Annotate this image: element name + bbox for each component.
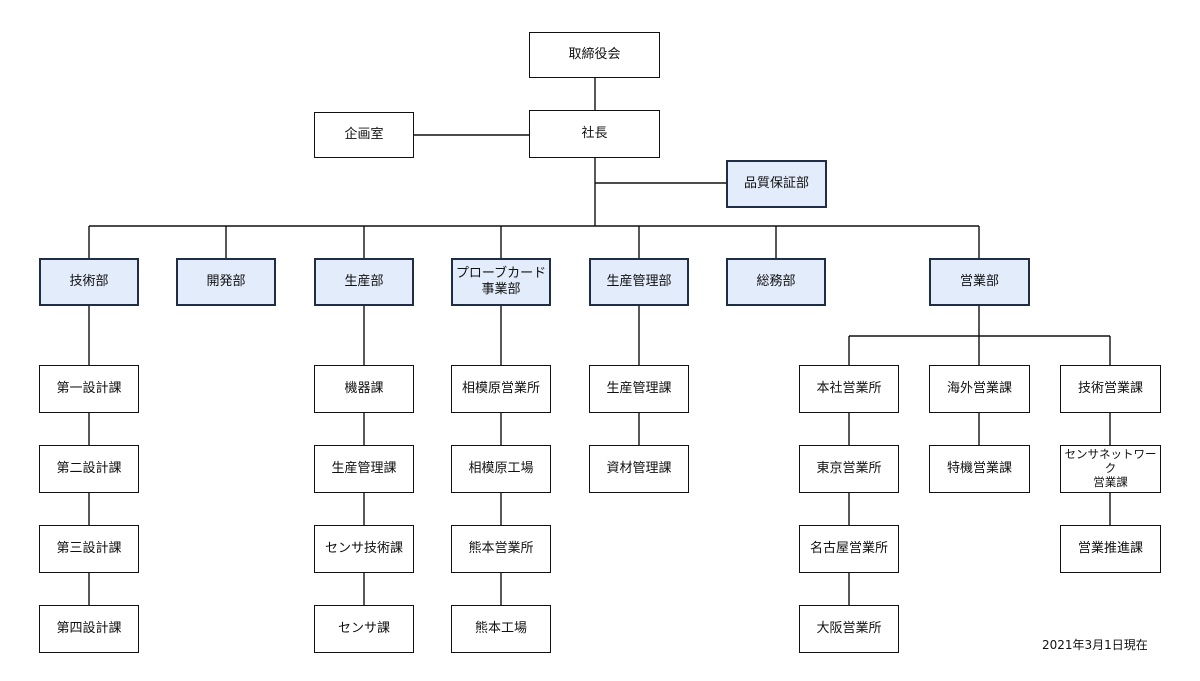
as-of-date: 2021年3月1日現在 <box>1042 638 1148 652</box>
section-box: 本社営業所 <box>799 365 899 413</box>
section-box: 第三設計課 <box>39 525 139 573</box>
section-box: 特機営業課 <box>929 445 1030 493</box>
section-box: 相模原工場 <box>451 445 551 493</box>
section-box: 海外営業課 <box>929 365 1030 413</box>
dept-production: 生産部 <box>314 258 414 306</box>
section-box: 営業推進課 <box>1060 525 1161 573</box>
dept-production-control: 生産管理部 <box>589 258 689 306</box>
section-box: 生産管理課 <box>589 365 689 413</box>
president-box: 社長 <box>529 110 660 158</box>
dept-probe-card: プローブカード 事業部 <box>451 258 551 306</box>
dept-tech: 技術部 <box>39 258 139 306</box>
dept-sales: 営業部 <box>929 258 1030 306</box>
section-box: 第一設計課 <box>39 365 139 413</box>
dept-general-affairs: 総務部 <box>726 258 826 306</box>
quality-assurance-dept-box: 品質保証部 <box>726 160 827 208</box>
section-box: 第四設計課 <box>39 605 139 653</box>
section-box: 名古屋営業所 <box>799 525 899 573</box>
section-box: 大阪営業所 <box>799 605 899 653</box>
section-box: 第二設計課 <box>39 445 139 493</box>
section-box: センサ課 <box>314 605 414 653</box>
section-box: 機器課 <box>314 365 414 413</box>
planning-office-box: 企画室 <box>314 112 414 158</box>
section-box: 相模原営業所 <box>451 365 551 413</box>
section-box: 資材管理課 <box>589 445 689 493</box>
section-box: 東京営業所 <box>799 445 899 493</box>
board-box: 取締役会 <box>529 32 660 78</box>
section-box: 熊本営業所 <box>451 525 551 573</box>
dept-dev: 開発部 <box>176 258 276 306</box>
section-box: センサネットワーク 営業課 <box>1060 445 1161 493</box>
section-box: 技術営業課 <box>1060 365 1161 413</box>
section-box: 生産管理課 <box>314 445 414 493</box>
section-box: センサ技術課 <box>314 525 414 573</box>
section-box: 熊本工場 <box>451 605 551 653</box>
